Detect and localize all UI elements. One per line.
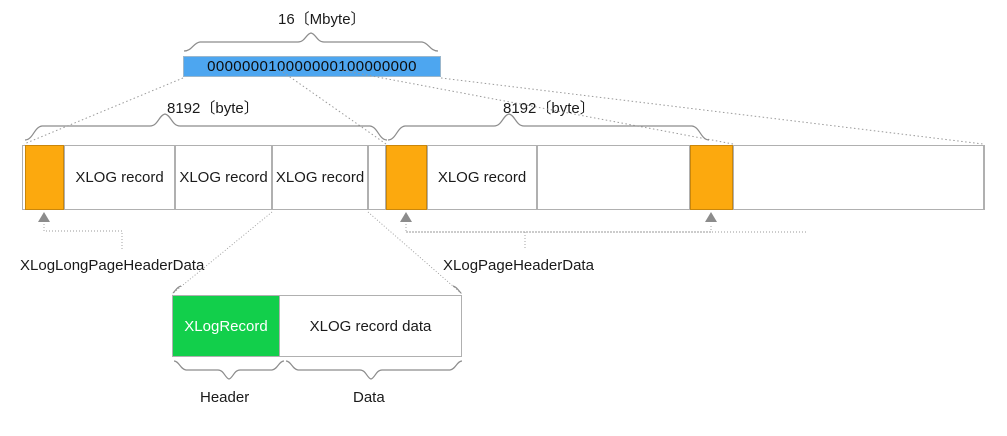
leader-page1-right — [279, 69, 387, 145]
xlog-record-data-cell: XLOG record data — [279, 296, 461, 356]
leader-long-page-header — [43, 224, 123, 250]
page-cell-header-long — [25, 145, 64, 210]
leader-record-detail-right — [367, 211, 463, 295]
wal-segment-name-box: 000000010000000100000000 — [183, 56, 441, 77]
leader-page-header — [405, 224, 712, 233]
brace-header-label: Header — [200, 389, 250, 406]
callout-long-page-header-label: XLogLongPageHeaderData — [20, 257, 205, 274]
brace-data-label: Data — [353, 389, 385, 406]
page-cell-record-3-label: XLOG record — [275, 169, 365, 186]
page-cell-header-short-1 — [386, 145, 427, 210]
page-cell-record-4-label: XLOG record — [437, 169, 527, 186]
brace-page-size-right — [387, 113, 710, 141]
page-cell-record-2: XLOG record — [175, 145, 272, 210]
brace-page-size-left — [24, 113, 388, 141]
brace-record-header — [173, 360, 285, 380]
page-cell-record-2-label: XLOG record — [179, 169, 268, 186]
page-cell-header-short-2 — [690, 145, 733, 210]
xlog-record-header-cell: XLogRecord — [173, 296, 279, 356]
page-cell-record-3: XLOG record — [272, 145, 368, 210]
arrow-header-short-2 — [705, 212, 717, 222]
leader-segment-left — [23, 77, 184, 145]
segment-size-label: 16〔Mbyte〕 — [278, 11, 366, 28]
page-cell-free-1 — [368, 145, 386, 210]
brace-detail-top-right — [452, 285, 462, 294]
callout-page-header-label: XLogPageHeaderData — [443, 257, 594, 274]
page-cell-free-3 — [733, 145, 984, 210]
page-size-label-right: 8192〔byte〕 — [503, 100, 595, 117]
page-cell-record-4: XLOG record — [427, 145, 537, 210]
xlog-record-header-label: XLogRecord — [184, 317, 268, 335]
wal-segment-name-text: 000000010000000100000000 — [207, 58, 417, 75]
page-size-label-left: 8192〔byte〕 — [167, 100, 259, 117]
page-cell-record-1: XLOG record — [64, 145, 175, 210]
brace-detail-top-left — [172, 285, 182, 294]
xlog-record-data-label: XLOG record data — [309, 317, 432, 335]
leader-record-detail-left — [171, 211, 273, 295]
brace-segment-size — [183, 32, 439, 52]
page-cell-record-1-label: XLOG record — [75, 169, 164, 186]
arrow-header-short-1 — [400, 212, 412, 222]
page-cell-free-2 — [537, 145, 690, 210]
arrow-header-long — [38, 212, 50, 222]
brace-record-data — [285, 360, 463, 380]
